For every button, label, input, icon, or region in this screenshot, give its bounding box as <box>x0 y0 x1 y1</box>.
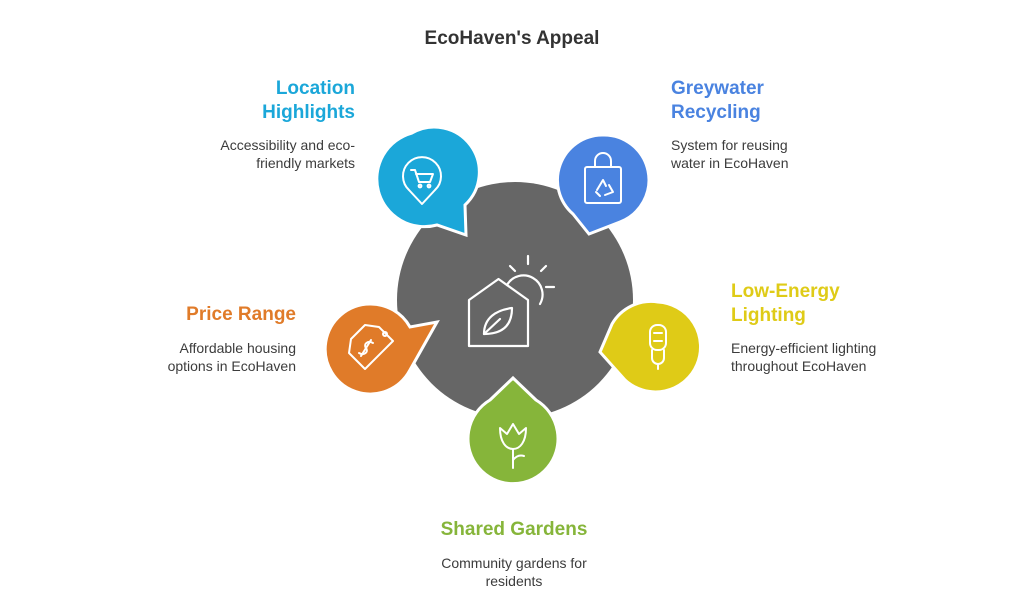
location-drop[interactable] <box>375 125 481 238</box>
gardens-description: Community gardens for residents <box>404 554 624 590</box>
lighting-desc-line1: Energy-efficient lighting <box>731 340 877 356</box>
gardens-heading: Shared Gardens <box>404 518 624 542</box>
price-desc-line1: Affordable housing <box>179 340 297 356</box>
gardens-heading-line1: Shared Gardens <box>440 519 588 540</box>
rose-flower-icon <box>499 423 527 469</box>
price-heading: Price Range <box>126 303 296 327</box>
greywater-heading-line2: Recycling <box>671 102 761 123</box>
recycle-bag-icon <box>584 152 622 204</box>
greywater-description: System for reusing water in EcoHaven <box>671 136 861 172</box>
location-desc-line1: Accessibility and eco- <box>220 137 355 153</box>
greywater-desc-line1: System for reusing <box>671 137 788 153</box>
gardens-desc-line2: residents <box>485 573 543 589</box>
lighting-description: Energy-efficient lighting throughout Eco… <box>731 339 931 375</box>
location-heading: Location Highlights <box>205 77 355 125</box>
price-desc-line2: options in EcoHaven <box>167 358 296 374</box>
diagram-title: EcoHaven's Appeal <box>424 28 600 49</box>
center-circle <box>397 182 633 418</box>
house-leaf-sun-icon <box>467 254 556 348</box>
greywater-desc-line2: water in EcoHaven <box>671 155 789 171</box>
greywater-drop[interactable] <box>555 133 651 236</box>
lighting-heading-line2: Lighting <box>731 305 806 326</box>
lighting-heading-line1: Low-Energy <box>731 281 840 302</box>
lighting-drop[interactable] <box>598 299 702 394</box>
lighting-heading: Low-Energy Lighting <box>731 280 901 328</box>
gardens-desc-line1: Community gardens for <box>441 555 587 571</box>
price-description: Affordable housing options in EcoHaven <box>106 339 296 375</box>
greywater-heading: Greywater Recycling <box>671 77 841 125</box>
gardens-drop[interactable] <box>466 375 560 486</box>
shopping-cart-location-icon <box>402 156 442 205</box>
price-heading-line1: Price Range <box>186 304 296 325</box>
lighting-desc-line2: throughout EcoHaven <box>731 358 867 374</box>
lightbulb-icon <box>649 324 667 370</box>
location-heading-line2: Highlights <box>262 102 355 123</box>
location-heading-line1: Location <box>275 78 355 99</box>
price-drop[interactable] <box>323 302 440 396</box>
greywater-heading-line1: Greywater <box>671 78 764 99</box>
location-description: Accessibility and eco- friendly markets <box>165 136 355 172</box>
location-desc-line2: friendly markets <box>256 155 355 171</box>
price-tag-icon <box>348 324 394 370</box>
